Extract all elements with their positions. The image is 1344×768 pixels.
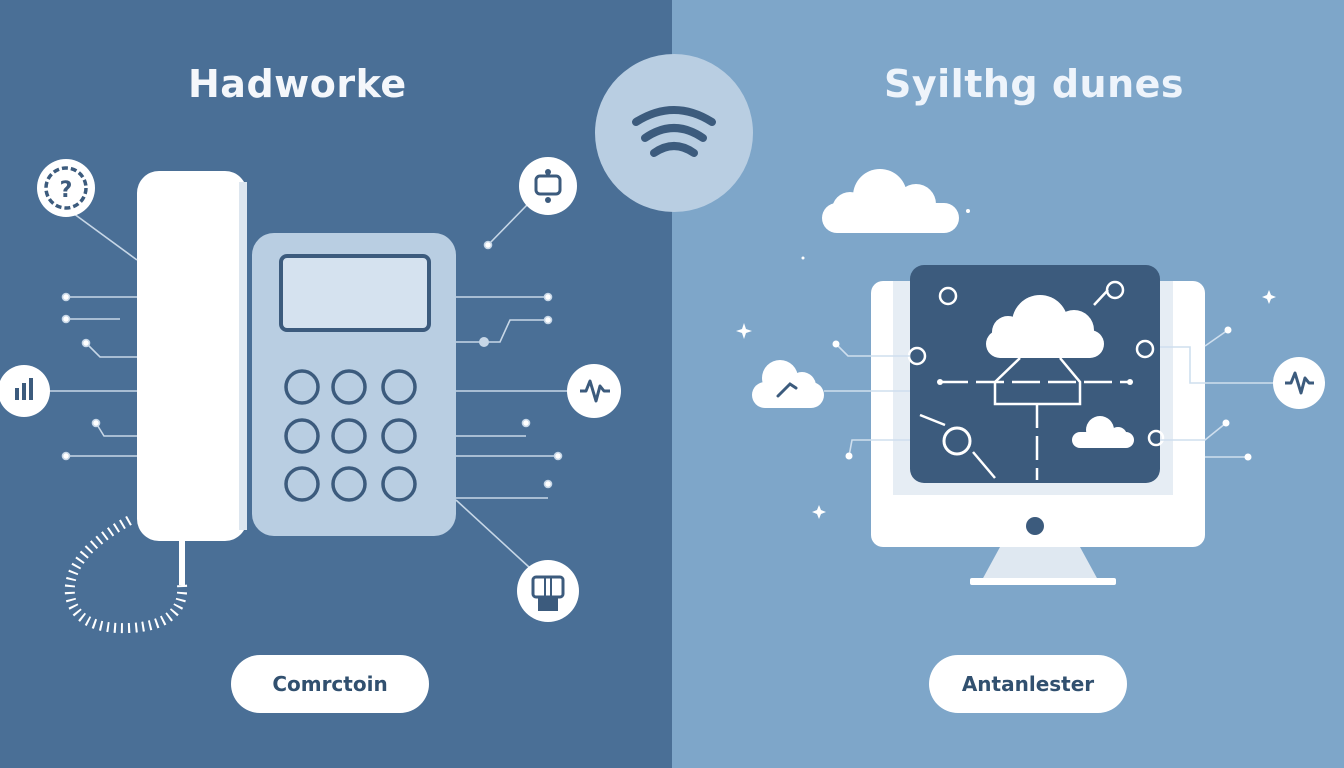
hardware-title: Hadworke: [188, 62, 407, 106]
desk-phone: [64, 171, 456, 634]
cloud-top: [822, 169, 959, 233]
timer-icon: ?: [37, 159, 95, 217]
signal-icon: [567, 364, 621, 418]
audio-bars-icon: [0, 365, 50, 417]
software-title: Syilthg dunes: [884, 62, 1185, 106]
signal-icon-right: [1273, 357, 1325, 409]
svg-text:?: ?: [60, 178, 73, 203]
fax-icon: [517, 560, 579, 622]
router-icon: [519, 157, 577, 215]
sparkles: [736, 209, 1276, 519]
cloud-icon: [752, 360, 824, 408]
wifi-icon: [595, 54, 753, 212]
connection-button[interactable]: Comrctoin: [231, 655, 429, 713]
cloud-button[interactable]: Antanlester: [929, 655, 1127, 713]
monitor: [871, 265, 1205, 585]
